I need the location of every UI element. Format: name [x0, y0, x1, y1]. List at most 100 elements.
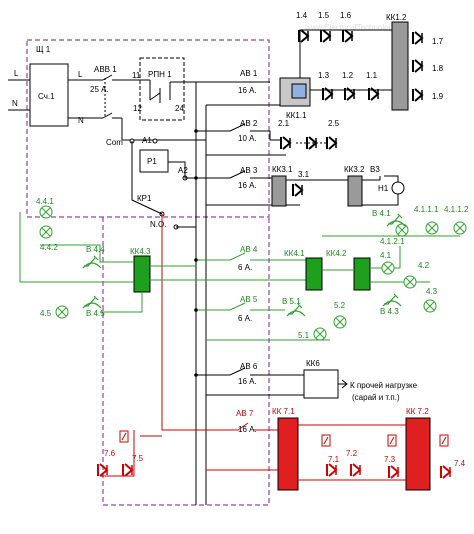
- svg-text:5.1: 5.1: [298, 331, 310, 340]
- fan-icon: [391, 181, 405, 195]
- box-kk12-label: КК1.2: [386, 13, 407, 22]
- box-kk72: [405, 417, 431, 491]
- svg-text:АВ 4: АВ 4: [240, 245, 258, 254]
- svg-text:7.6: 7.6: [104, 449, 116, 458]
- svg-text:4.4.2: 4.4.2: [40, 243, 58, 252]
- svg-text:10 А.: 10 А.: [238, 134, 257, 143]
- box-kk43: [133, 255, 151, 293]
- svg-text:16 А.: 16 А.: [238, 181, 257, 190]
- ctrl-kr1: КР1: [137, 194, 152, 203]
- svg-text:1.1: 1.1: [366, 71, 378, 80]
- svg-text:7.5: 7.5: [132, 454, 144, 463]
- box-kk43-label: КК4.3: [130, 247, 151, 256]
- svg-text:4.2: 4.2: [418, 261, 430, 270]
- meter: [29, 63, 69, 127]
- main-breaker-rating: 25 А.: [90, 85, 109, 94]
- ctrl-a1: А1: [142, 136, 152, 145]
- svg-text:6 А.: 6 А.: [238, 314, 252, 323]
- svg-text:1.6: 1.6: [340, 11, 352, 20]
- svg-text:1.4: 1.4: [296, 11, 308, 20]
- svg-text:4.3: 4.3: [426, 287, 438, 296]
- breaker-av4: АВ 4 6 А.: [238, 245, 258, 272]
- group1-right: 1.7 1.8 1.9: [412, 31, 444, 102]
- relay-pin12: 12: [133, 104, 142, 113]
- svg-text:4.5: 4.5: [40, 309, 52, 318]
- svg-text:АВ 7: АВ 7: [236, 409, 254, 418]
- box-kk31: [271, 175, 287, 207]
- svg-text:В 5.1: В 5.1: [282, 297, 301, 306]
- svg-text:АВ 1: АВ 1: [240, 69, 258, 78]
- box-kk11-label: КК1.1: [286, 111, 307, 120]
- svg-text:4.1.1.1: 4.1.1.1: [414, 205, 439, 214]
- svg-text:В 4.5: В 4.5: [86, 309, 105, 318]
- svg-text:4.1: 4.1: [380, 251, 392, 260]
- group3-fan: Н1: [378, 184, 389, 193]
- svg-text:5.2: 5.2: [334, 301, 346, 310]
- breaker-av1: АВ 1 16 А.: [238, 69, 258, 95]
- svg-text:1.8: 1.8: [432, 64, 444, 73]
- svg-text:АВ 2: АВ 2: [240, 119, 258, 128]
- relay-pin11: 11: [132, 71, 141, 80]
- svg-text:АВ 6: АВ 6: [240, 362, 258, 371]
- box-kk42: [353, 257, 371, 291]
- svg-text:В 4.1: В 4.1: [372, 209, 391, 218]
- input-l: L: [14, 69, 19, 78]
- svg-text:1.3: 1.3: [318, 71, 330, 80]
- relay-rpn: [139, 57, 185, 121]
- group1-top: 1.4 1.5 1.6: [296, 11, 353, 43]
- box-kk42-label: КК4.2: [326, 249, 347, 258]
- svg-text:6 А.: 6 А.: [238, 263, 252, 272]
- group4-switches: В 4.4 В 4.5 В 4.1 В 4.3: [82, 209, 406, 318]
- svg-text:В 4.3: В 4.3: [380, 307, 399, 316]
- group3-socket: 3.1: [298, 170, 310, 179]
- svg-text:7.2: 7.2: [346, 449, 358, 458]
- svg-text:1.5: 1.5: [318, 11, 330, 20]
- svg-text:1.9: 1.9: [432, 92, 444, 101]
- group6-note-2: (сарай и т.п.): [352, 393, 400, 402]
- output-l: L: [78, 70, 83, 79]
- group6-note-1: К прочей нагрузке: [350, 381, 418, 390]
- group5: В 5.1 5.1 5.2: [282, 297, 347, 341]
- svg-text:4.1.2.1: 4.1.2.1: [380, 237, 405, 246]
- watermark: www.ElectricalTechnology.ru: [304, 23, 406, 32]
- output-n: N: [78, 116, 84, 125]
- svg-text:1.2: 1.2: [342, 71, 354, 80]
- svg-text:16 А.: 16 А.: [238, 425, 257, 434]
- group3-switch: В3: [370, 165, 380, 174]
- svg-text:В 4.4: В 4.4: [86, 245, 105, 254]
- group4-lamps: 4.4.1 4.4.2 4.5 4.1.1.1 4.1.1.2 4.1.2.1 …: [36, 197, 469, 319]
- svg-text:16 А.: 16 А.: [238, 377, 257, 386]
- panel-border-lower: [102, 217, 270, 506]
- input-n: N: [12, 99, 18, 108]
- group1-mid: 1.3 1.2 1.1: [318, 71, 379, 101]
- breaker-av3: АВ 3 16 А.: [238, 166, 258, 190]
- svg-text:1.7: 1.7: [432, 37, 444, 46]
- box-kk6: [303, 369, 339, 399]
- box-kk71: [277, 417, 299, 491]
- box-kk41-label: КК4.1: [284, 249, 305, 258]
- box-kk32-label: КК3.2: [344, 165, 365, 174]
- svg-text:16 А.: 16 А.: [238, 86, 257, 95]
- svg-text:АВ 5: АВ 5: [240, 295, 258, 304]
- svg-text:4.1.1.2: 4.1.1.2: [444, 205, 469, 214]
- box-kk6-label: КК6: [306, 359, 320, 368]
- svg-text:4.4.1: 4.4.1: [36, 197, 54, 206]
- box-kk41: [305, 257, 323, 291]
- relay-name: РПН 1: [148, 70, 172, 79]
- svg-text:7.4: 7.4: [454, 459, 466, 468]
- breaker-av7: АВ 7 16 А.: [236, 409, 257, 434]
- ctrl-p1: Р1: [147, 157, 157, 166]
- main-breaker-name: АВВ 1: [94, 65, 117, 74]
- box-kk71-label: КК 7.1: [272, 407, 295, 416]
- box-kk72-label: КК 7.2: [406, 407, 429, 416]
- controller-p1: [139, 149, 169, 173]
- ctrl-a2: А2: [178, 166, 188, 175]
- breaker-av2: АВ 2 10 А.: [238, 119, 258, 143]
- box-kk31-label: КК3.1: [272, 165, 293, 174]
- panel-label: Щ 1: [36, 45, 51, 54]
- svg-text:7.1: 7.1: [328, 455, 340, 464]
- box-kk32: [347, 175, 363, 207]
- meter-label: Сч.1: [38, 92, 55, 101]
- panel-border: [26, 39, 270, 218]
